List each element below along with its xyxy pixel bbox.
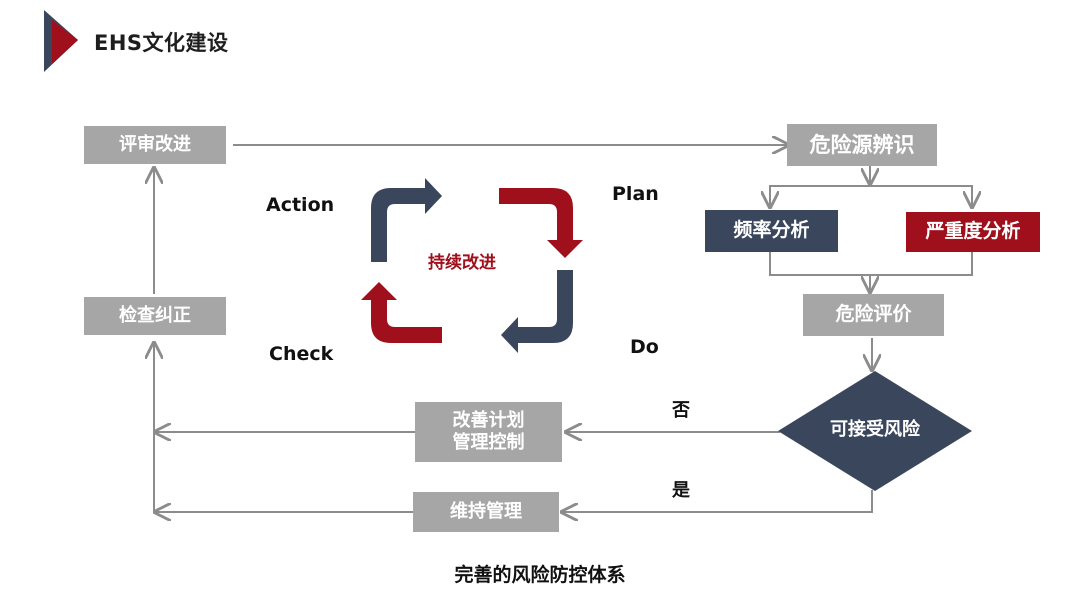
check-correct-box: 检查纠正 [84,297,226,335]
pdca-plan-label: Plan [612,183,659,205]
pdca-check-label: Check [269,343,334,365]
pdca-action-label: Action [266,194,335,216]
header-logo-icon [44,10,78,72]
acceptable-risk-diamond [778,371,972,491]
severity-analysis-box: 严重度分析 [906,212,1040,252]
improve-plan-line2: 管理控制 [452,432,525,453]
cycle-arrow-do [501,270,573,353]
diagram-caption: 完善的风险防控体系 [454,564,626,586]
review-improve-box: 评审改进 [84,126,226,164]
cycle-arrow-check [361,282,442,343]
cycle-arrow-plan [499,188,583,258]
risk-assessment-box: 危险评价 [803,294,944,336]
arrow-yes-branch [562,490,873,512]
improve-plan-box: 改善计划 管理控制 [415,402,562,462]
no-branch-label: 否 [672,400,690,421]
pdca-do-label: Do [630,336,659,358]
frequency-analysis-box: 频率分析 [705,210,838,252]
acceptable-risk-label: 可接受风险 [830,418,920,440]
improve-plan-line1: 改善计划 [452,409,525,431]
hazard-identification-box: 危险源辨识 [787,124,937,166]
cycle-arrow-action [371,178,442,262]
yes-branch-label: 是 [672,480,690,501]
maintain-box: 维持管理 [413,492,559,532]
pdca-center-label: 持续改进 [428,253,496,273]
page-title: EHS文化建设 [94,31,229,55]
